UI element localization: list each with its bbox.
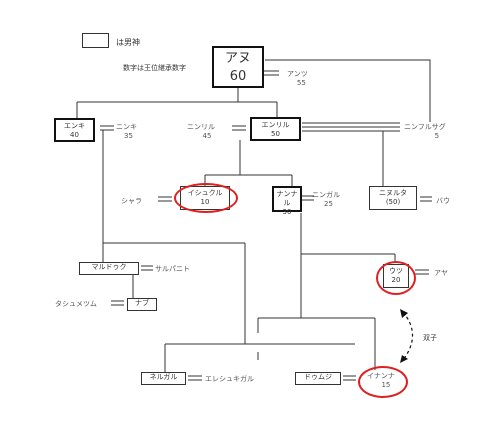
ninhursag-number: 5 xyxy=(434,132,440,140)
ninlil-label: ニンリル 45 xyxy=(187,122,215,140)
person-enki: エンキ 40 xyxy=(54,118,95,142)
antu-label: アンツ 55 xyxy=(287,69,308,87)
ningal-number: 25 xyxy=(324,200,333,208)
ninki-number: 35 xyxy=(124,132,133,140)
dumuzi-name: ドゥムジ xyxy=(304,373,332,381)
ninhursag-name: ニンフルサグ xyxy=(404,123,446,131)
ninki-label: ニンキ 35 xyxy=(116,122,137,140)
enlil-number: 50 xyxy=(271,130,280,138)
marduk-name: マルドゥク xyxy=(91,263,127,271)
person-enlil: エンリル 50 xyxy=(250,117,301,141)
sarpanit-label: サルパニト xyxy=(155,265,190,273)
nannar-number: 30 xyxy=(282,208,292,216)
note-text: 数字は王位継承数字 xyxy=(123,64,186,72)
shala-label: シャラ xyxy=(121,197,142,205)
person-marduk: マルドゥク xyxy=(79,262,139,275)
ninurta-name: ニヌルタ xyxy=(379,189,407,197)
nabu-name: ナブ xyxy=(135,299,149,307)
ishkur-highlight-ring xyxy=(174,183,238,213)
enki-name: エンキ xyxy=(64,122,85,130)
aya-label: アヤ xyxy=(434,269,448,277)
inanna-highlight-ring xyxy=(358,366,408,398)
ningal-name: ニンガル xyxy=(312,191,340,199)
ninlil-name: ニンリル xyxy=(187,123,215,131)
person-ninurta: ニヌルタ (50) xyxy=(369,186,417,210)
tashmetum-label: タシュメツム xyxy=(55,300,97,308)
enlil-name: エンリル xyxy=(261,121,290,129)
ninlil-number: 45 xyxy=(202,132,212,140)
ningal-label: ニンガル 25 xyxy=(312,190,340,208)
twins-label: 双子 xyxy=(423,334,437,342)
utu-highlight-ring xyxy=(376,261,416,295)
bau-label: バウ xyxy=(436,197,450,205)
ninki-name: ニンキ xyxy=(116,123,137,131)
person-nannar: ナンナル 30 xyxy=(272,186,302,216)
ninurta-number: (50) xyxy=(385,198,401,206)
person-nabu: ナブ xyxy=(127,298,157,311)
antu-name: アンツ xyxy=(287,70,308,78)
ereshkigal-label: エレシュキガル xyxy=(205,375,254,383)
person-nergal: ネルガル xyxy=(141,372,186,385)
legend-male-box xyxy=(82,33,109,48)
person-dumuzi: ドゥムジ xyxy=(295,372,341,385)
ninhursag-label: ニンフルサグ 5 xyxy=(404,122,446,140)
anu-name: アヌ xyxy=(224,51,251,66)
legend-label: は男神 xyxy=(116,38,140,47)
person-anu: アヌ 60 xyxy=(212,46,264,88)
enki-number: 40 xyxy=(70,131,79,139)
nannar-name: ナンナル xyxy=(276,190,298,207)
nergal-name: ネルガル xyxy=(149,373,178,381)
antu-number: 55 xyxy=(296,79,306,87)
anu-number: 60 xyxy=(229,69,247,84)
